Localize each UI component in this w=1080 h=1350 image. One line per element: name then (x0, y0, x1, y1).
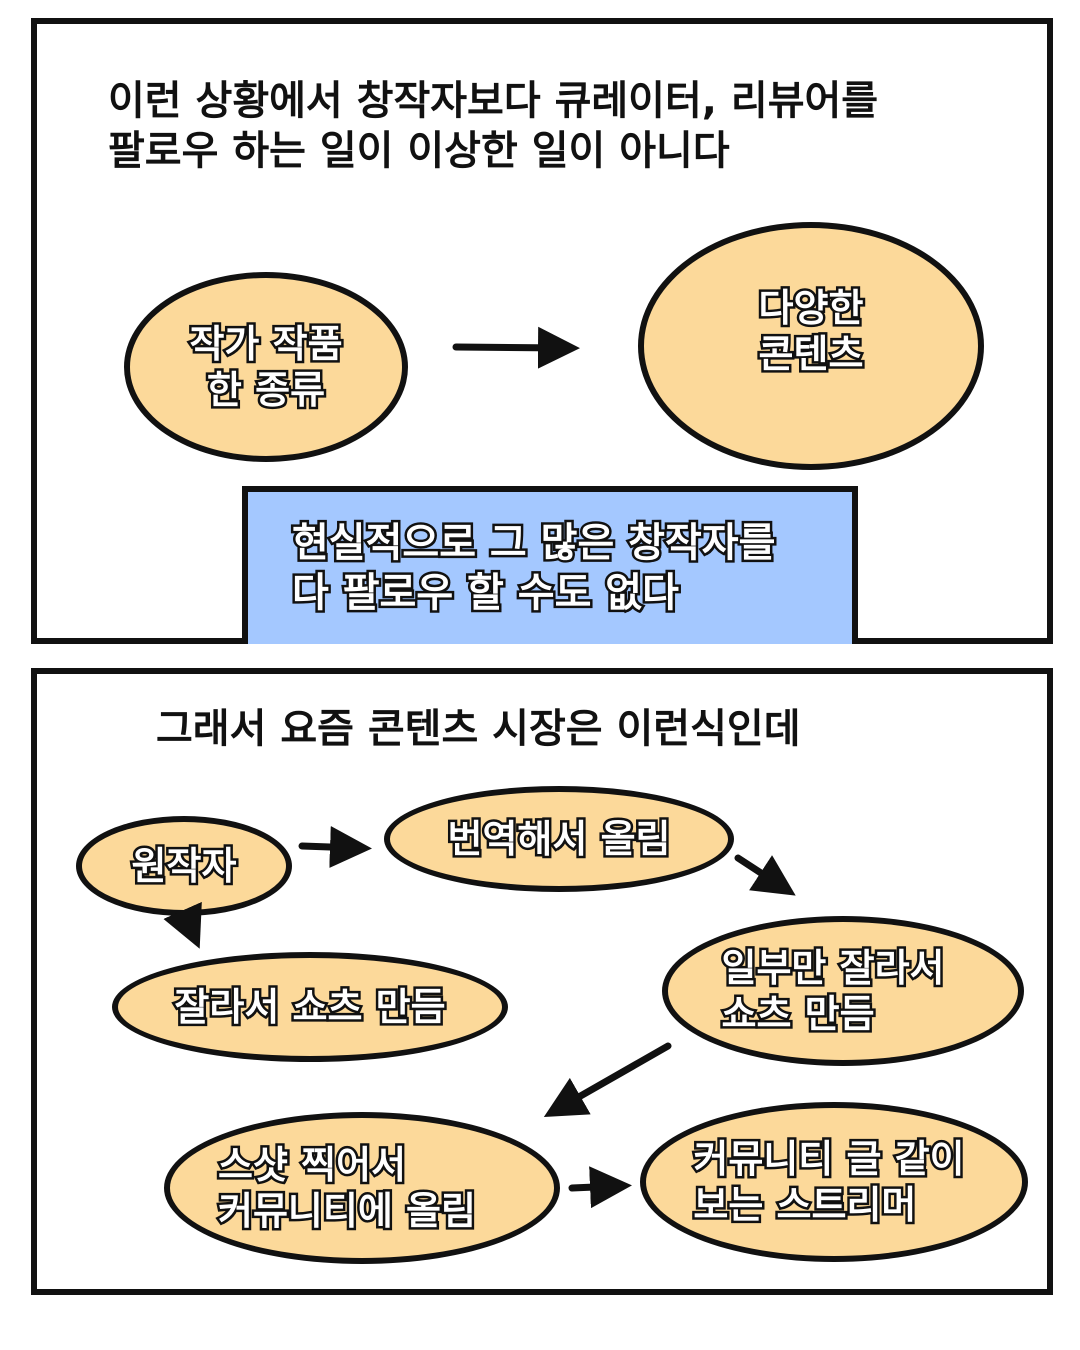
node-screenshot-community: 스샷 찍어서 커뮤니티에 올림 (164, 1112, 560, 1264)
bubble-diverse-content-label: 다양한 콘텐츠 (756, 284, 866, 379)
node-original-creator-label: 원작자 (129, 842, 239, 891)
node-translate-upload-label: 번역해서 올림 (445, 815, 673, 864)
top-caption: 이런 상황에서 창작자보다 큐레이터, 리뷰어를 팔로우 하는 일이 이상한 일… (108, 78, 879, 174)
bubble-author-works: 작가 작품 한 종류 (124, 272, 408, 462)
bubble-author-works-label: 작가 작품 한 종류 (187, 320, 345, 415)
bubble-diverse-content: 다양한 콘텐츠 (638, 222, 984, 470)
node-streamer: 커뮤니티 글 같이 보는 스트리머 (640, 1102, 1028, 1262)
bottom-caption: 그래서 요즘 콘텐츠 시장은 이런식인데 (156, 706, 801, 752)
node-original-creator: 원작자 (76, 816, 292, 916)
node-translate-upload: 번역해서 올림 (384, 786, 734, 892)
node-clip-shorts-label: 잘라서 쇼츠 만듬 (172, 983, 448, 1032)
node-partial-shorts-label: 일부만 잘라서 쇼츠 만듬 (719, 944, 947, 1039)
node-streamer-label: 커뮤니티 글 같이 보는 스트리머 (691, 1135, 967, 1230)
node-clip-shorts: 잘라서 쇼츠 만듬 (112, 952, 508, 1062)
node-screenshot-community-label: 스샷 찍어서 커뮤니티에 올림 (216, 1141, 479, 1236)
caption-box-text: 현실적으로 그 많은 창작자를 다 팔로우 할 수도 없다 (290, 518, 778, 619)
node-partial-shorts: 일부만 잘라서 쇼츠 만듬 (662, 916, 1024, 1066)
caption-box: 현실적으로 그 많은 창작자를 다 팔로우 할 수도 없다 (242, 486, 858, 644)
